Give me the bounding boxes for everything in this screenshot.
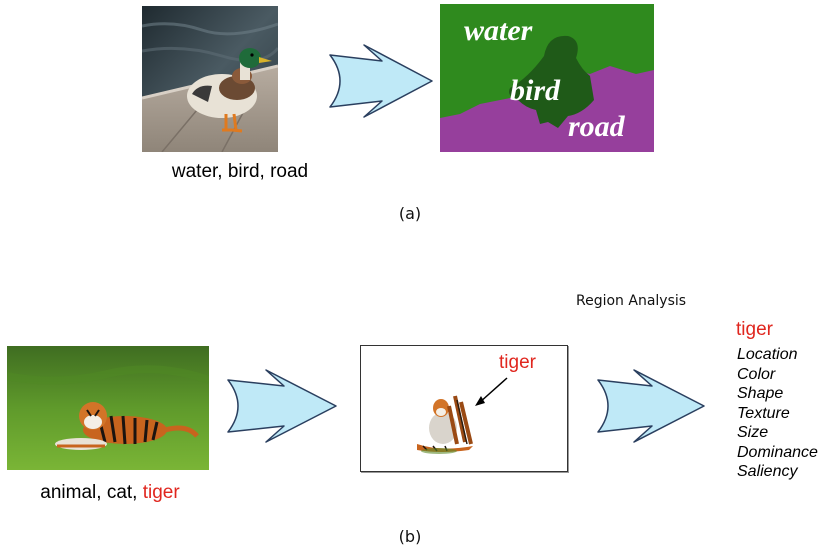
duck-photo — [141, 6, 280, 153]
water-label: water — [464, 14, 533, 47]
duck-photo-caption: water, bird, road — [171, 161, 309, 182]
attribute-item: Dominance — [737, 443, 818, 461]
attribute-item: Shape — [737, 385, 784, 402]
attribute-item: Location — [737, 346, 798, 363]
segmentation-map: water bird road — [440, 4, 654, 152]
region-label: tiger — [499, 352, 536, 373]
region-box: tiger — [360, 345, 568, 472]
caption-highlight-text: tiger — [142, 482, 180, 503]
attribute-item: Color — [737, 365, 776, 383]
attribute-item: Texture — [737, 404, 790, 422]
panel-a-label: (a) — [398, 204, 422, 223]
region-analysis-title: Region Analysis — [576, 293, 687, 309]
result-title: tiger — [736, 319, 773, 340]
panel-b-label: (b) — [398, 527, 422, 546]
bird-label: bird — [510, 74, 561, 107]
attribute-item: Size — [737, 424, 769, 441]
tiger-photo — [6, 346, 211, 470]
caption-plain-text: animal, cat, — [40, 482, 143, 503]
bird-segment — [509, 35, 594, 129]
tiger-photo-caption: animal, cat, tiger — [10, 482, 210, 504]
extracted-tiger — [417, 395, 473, 454]
arrow-b2 — [597, 369, 705, 443]
arrow-a — [329, 44, 433, 118]
attribute-list: Location Color Shape Texture Size Domina… — [737, 345, 829, 482]
attribute-item: Saliency — [737, 463, 798, 480]
road-label: road — [568, 110, 626, 143]
arrow-b1 — [227, 369, 337, 443]
